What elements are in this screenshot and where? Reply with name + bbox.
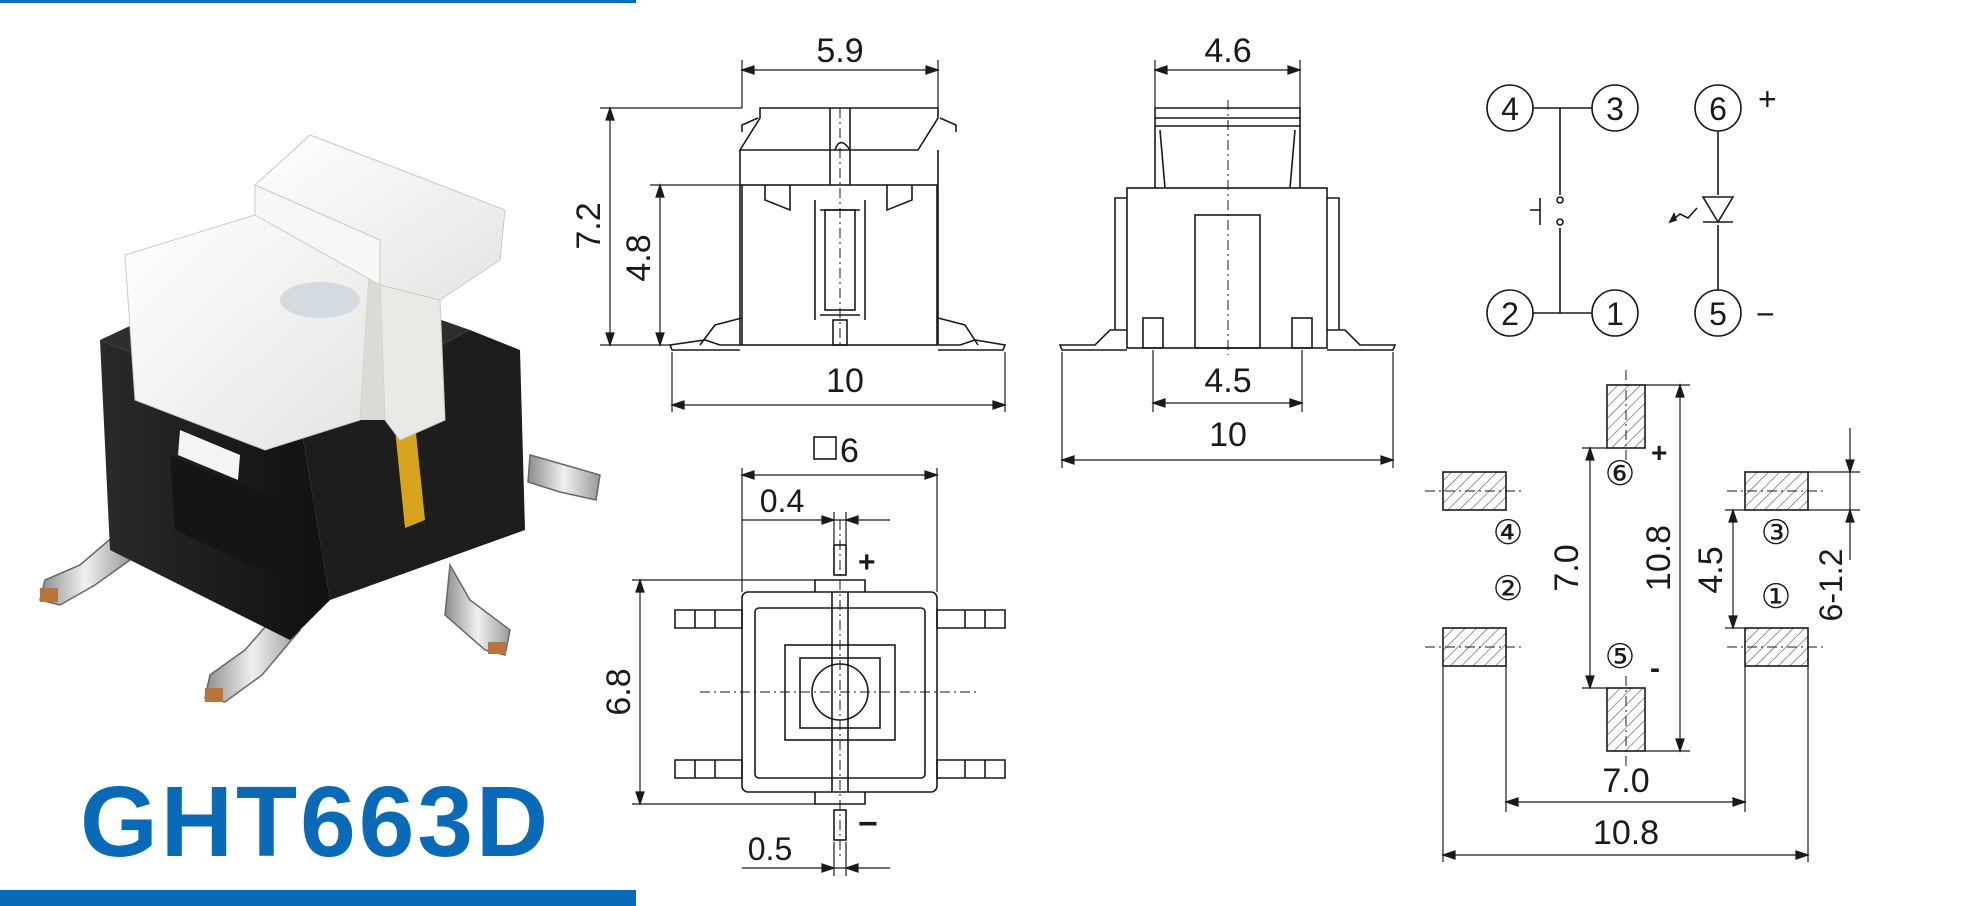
- front-lead-span-label: 10: [826, 362, 864, 400]
- side-lead-span-label: 10: [1209, 416, 1247, 454]
- square-symbol: [813, 436, 837, 460]
- pcb-dimensions: [1441, 383, 1860, 862]
- side-view-drawing: [1058, 100, 1397, 355]
- top-lead-width-label: 0.5: [748, 831, 792, 867]
- schematic-diagram: [1486, 84, 1742, 337]
- pcb-inner-pitch-label: 7.0: [1548, 544, 1586, 591]
- schematic-pin-3: 3: [1606, 91, 1624, 127]
- pcb-bottom-outer-label: 10.8: [1593, 814, 1659, 852]
- side-view-dimensions: [1060, 60, 1395, 468]
- pcb-pad-label-6: ⑥: [1605, 455, 1635, 493]
- pcb-pad-label-3: ③: [1761, 514, 1791, 552]
- pcb-outer-span-label: 10.8: [1640, 525, 1678, 591]
- pcb-minus-label: -: [1650, 652, 1660, 685]
- pcb-pads: [1425, 370, 1827, 766]
- pcb-bottom-inner-label: 7.0: [1602, 762, 1649, 800]
- bottom-accent-bar: [0, 890, 636, 906]
- pcb-plus-label: +: [1651, 437, 1667, 468]
- top-accent-bar: [0, 0, 636, 3]
- schematic-pin-5: 5: [1709, 296, 1727, 332]
- schematic-plus-label: +: [1758, 81, 1777, 117]
- pcb-pad-gap-label: 4.5: [1692, 546, 1730, 593]
- pcb-pad-label-5: ⑤: [1605, 638, 1635, 676]
- schematic-minus-label: −: [1756, 296, 1775, 332]
- front-body-height-label: 4.8: [620, 234, 658, 281]
- product-model-title: GHT663D: [80, 766, 552, 878]
- front-height-label: 7.2: [570, 202, 608, 249]
- front-view-dimensions: [600, 60, 1007, 412]
- top-body-square-label: 6: [840, 432, 859, 470]
- pcb-pad-label-2: ②: [1493, 570, 1523, 608]
- front-view-drawing: [668, 107, 1007, 351]
- schematic-pin-4: 4: [1501, 91, 1519, 127]
- metal-leads: [39, 454, 601, 703]
- pcb-pad-label-1: ①: [1761, 578, 1791, 616]
- schematic-pin-2: 2: [1501, 296, 1519, 332]
- top-view-dimensions: [632, 468, 939, 876]
- pcb-pad-size-label: 6-1.2: [1813, 549, 1849, 622]
- product-photo: [39, 134, 601, 703]
- schematic-pin-1: 1: [1606, 296, 1624, 332]
- white-actuator: [124, 134, 506, 451]
- side-pin-pitch-label: 4.5: [1204, 362, 1251, 400]
- top-body-depth-label: 6.8: [600, 668, 638, 715]
- top-stem-width-label: 0.4: [760, 483, 804, 519]
- top-view-drawing: [674, 520, 1006, 860]
- top-plus-label: +: [858, 546, 876, 579]
- pcb-pad-label-4: ④: [1493, 514, 1523, 552]
- schematic-pin-6: 6: [1709, 91, 1727, 127]
- top-minus-label: −: [858, 805, 878, 843]
- front-top-width-label: 5.9: [816, 32, 863, 70]
- side-top-width-label: 4.6: [1204, 32, 1251, 70]
